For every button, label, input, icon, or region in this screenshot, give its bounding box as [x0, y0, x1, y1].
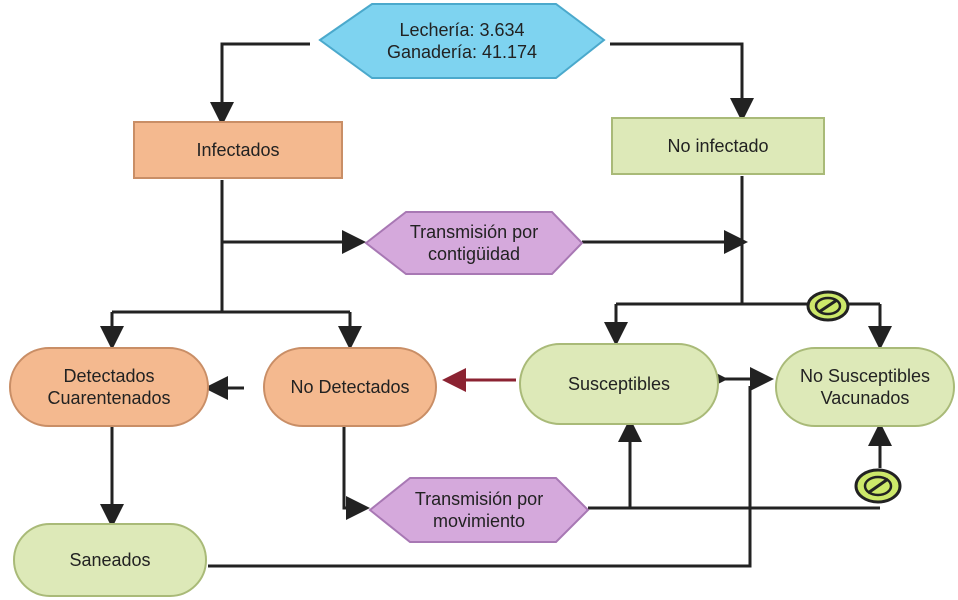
- no-susceptibles-node[interactable]: [775, 347, 955, 427]
- infectados-box[interactable]: [133, 121, 343, 179]
- detectados-node[interactable]: [9, 347, 209, 427]
- connector-source-no-infectado: [610, 42, 754, 122]
- transmision-movimiento-hexagon[interactable]: [368, 477, 590, 543]
- no-detectados-node[interactable]: [263, 347, 437, 427]
- saneados-node[interactable]: [13, 523, 207, 597]
- source-hexagon[interactable]: [318, 3, 606, 79]
- no-infectado-box[interactable]: [611, 117, 825, 175]
- prohibition-icon: [806, 290, 850, 322]
- connector-no-detectados-transmision-movimiento: [342, 426, 370, 520]
- susceptibles-node[interactable]: [519, 343, 719, 425]
- connector-source-infectados: [210, 42, 310, 126]
- connector-saneados-return: [208, 386, 752, 568]
- prohibition-icon: [854, 468, 902, 504]
- transmision-contiguidad-hexagon[interactable]: [364, 211, 584, 275]
